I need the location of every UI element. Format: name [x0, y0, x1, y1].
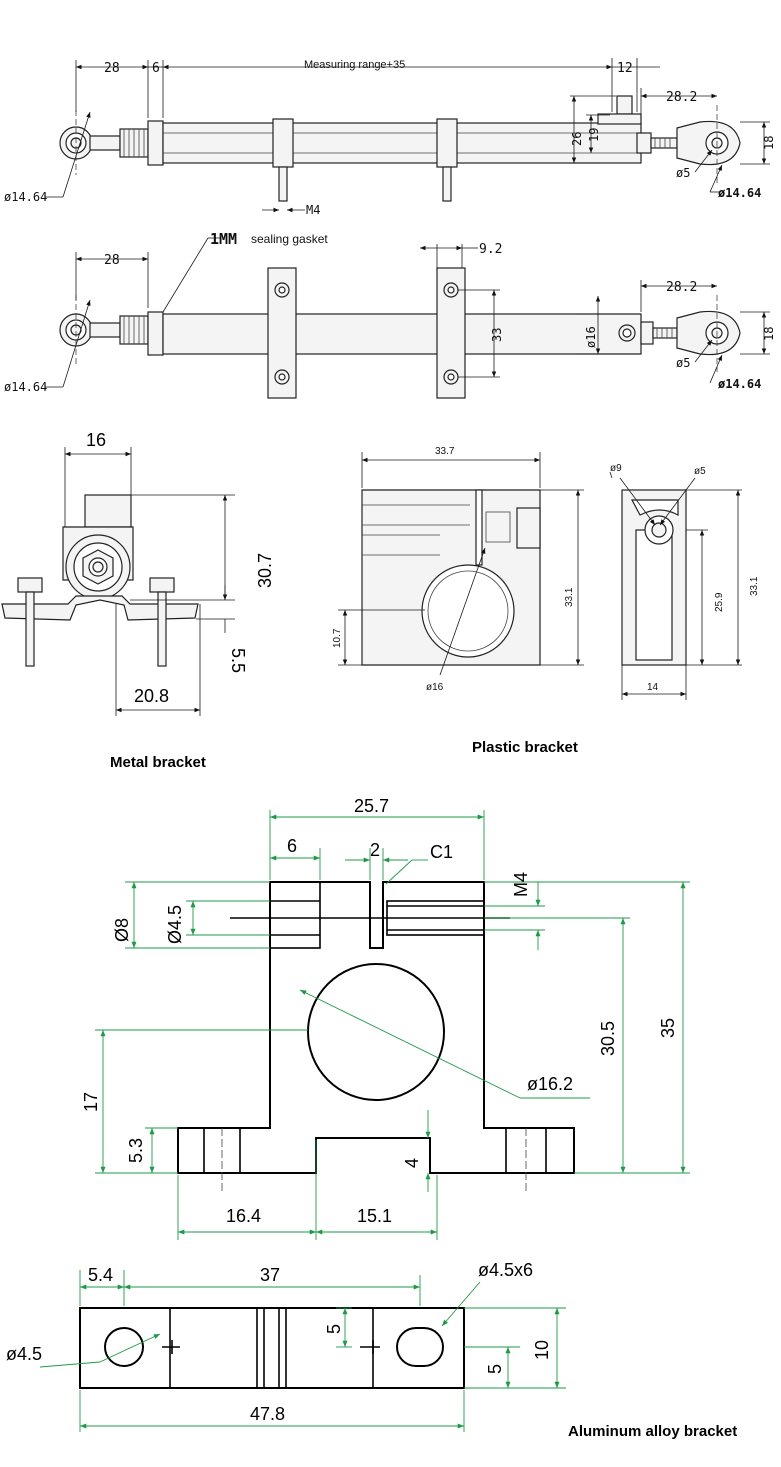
dim-30-5: 30.5: [598, 1021, 618, 1056]
dim-c1: C1: [430, 842, 453, 862]
dim-16: 16: [86, 430, 106, 450]
dim-5b: 5: [485, 1364, 505, 1374]
clamp-2: [436, 118, 458, 168]
connector: [616, 95, 633, 115]
dim-4: 4: [402, 1158, 422, 1168]
dim-m4-al: M4: [511, 872, 531, 897]
label-sealing-gasket: sealing gasket: [251, 232, 328, 246]
dim-28-2: 28.2: [666, 90, 697, 105]
dim-20-8: 20.8: [134, 686, 169, 706]
dim-35: 35: [658, 1018, 678, 1038]
right-rod-end-b: [676, 295, 741, 372]
stud-2: [442, 166, 452, 202]
dim-25-9: 25.9: [714, 592, 725, 612]
dim-phi16-plastic: ø16: [426, 682, 444, 693]
clamp-1: [272, 118, 294, 168]
dim-18-b: 18: [762, 327, 776, 341]
dim-33-7: 33.7: [435, 446, 455, 457]
dim-6: 6: [152, 61, 160, 76]
stud-1: [278, 166, 288, 202]
dim-phi14-64-left: ø14.64: [4, 190, 47, 204]
dim-phi5-plastic: ø5: [694, 466, 706, 477]
dim-1mm: 1MM: [210, 230, 237, 248]
end-cap-left: [147, 120, 164, 166]
aluminum-bracket-top: 5.4 37 ø4.5x6 ø4.5 5 5 10 47.8 Aluminum …: [6, 1260, 737, 1440]
dim-5a: 5: [324, 1324, 344, 1334]
sensor-body-b: [162, 313, 642, 355]
dim-10-7: 10.7: [332, 628, 343, 648]
dim-6-al: 6: [287, 836, 297, 856]
dim-m4: M4: [306, 203, 320, 217]
dim-2: 2: [370, 840, 380, 860]
dim-phi16-b: ø16: [584, 326, 598, 348]
plastic-bracket: 33.7 33.1 10.7 ø16 ø9 ø5 25.9 33.1 14 Pl…: [332, 446, 760, 756]
dim-phi8: Ø8: [112, 918, 132, 942]
dim-phi4-5-top: Ø4.5: [165, 905, 185, 944]
sensor-body: [162, 122, 642, 164]
dim-28-2-b: 28.2: [666, 280, 697, 295]
metal-bracket: 16 30.7 5.5 20.8 Metal bracket: [1, 430, 275, 771]
dim-37: 37: [260, 1265, 280, 1285]
dim-10: 10: [532, 1340, 552, 1360]
dim-5-5: 5.5: [228, 648, 248, 673]
dim-16-4: 16.4: [226, 1206, 261, 1226]
dim-30-7: 30.7: [255, 553, 275, 588]
left-rod-end-b: [59, 295, 149, 365]
dim-26: 26: [570, 132, 584, 146]
aluminum-bracket-front: 25.7 6 2 C1 M4 Ø8 Ø4.5 30.5 35 17 ø16.2 …: [81, 796, 690, 1240]
dim-phi4-5x6: ø4.5x6: [478, 1260, 533, 1280]
caption-plastic-bracket: Plastic bracket: [472, 739, 578, 756]
dim-phi14-64-right-b: ø14.64: [718, 377, 761, 391]
dim-33-1: 33.1: [564, 587, 575, 607]
dim-phi16-2: ø16.2: [527, 1074, 573, 1094]
dim-15-1: 15.1: [357, 1206, 392, 1226]
dim-5-4: 5.4: [88, 1265, 113, 1285]
left-rod-end: [59, 110, 149, 175]
dim-28-b: 28: [104, 253, 120, 268]
dim-5-3: 5.3: [126, 1138, 146, 1163]
dim-9-2: 9.2: [479, 242, 502, 257]
dim-measuring-range: Measuring range+35: [304, 59, 405, 71]
sensor-top-view: 28 6 Measuring range+35 12 28.2 26 19 18…: [4, 58, 776, 217]
dim-25-7: 25.7: [354, 796, 389, 816]
dim-phi4-5: ø4.5: [6, 1344, 42, 1364]
dim-28: 28: [104, 61, 120, 76]
dim-phi9: ø9: [610, 463, 622, 474]
dim-14: 14: [647, 682, 659, 693]
dim-33: 33: [490, 328, 504, 342]
dim-12: 12: [617, 61, 633, 76]
caption-metal-bracket: Metal bracket: [110, 754, 206, 771]
caption-aluminum-bracket: Aluminum alloy bracket: [568, 1423, 737, 1440]
dim-33-1-side: 33.1: [749, 576, 760, 596]
dim-phi5: ø5: [676, 166, 690, 180]
dim-phi14-64-right: ø14.64: [718, 186, 761, 200]
dim-17: 17: [81, 1092, 101, 1112]
dim-47-8: 47.8: [250, 1404, 285, 1424]
dim-phi14-64-left-b: ø14.64: [4, 380, 47, 394]
dim-19: 19: [587, 128, 601, 142]
dim-phi5-b: ø5: [676, 356, 690, 370]
right-rod-end: [676, 105, 741, 185]
sensor-bottom-view: 28 1MM sealing gasket 9.2 33 ø16 28.2 18…: [4, 230, 776, 399]
dim-18: 18: [762, 136, 776, 150]
